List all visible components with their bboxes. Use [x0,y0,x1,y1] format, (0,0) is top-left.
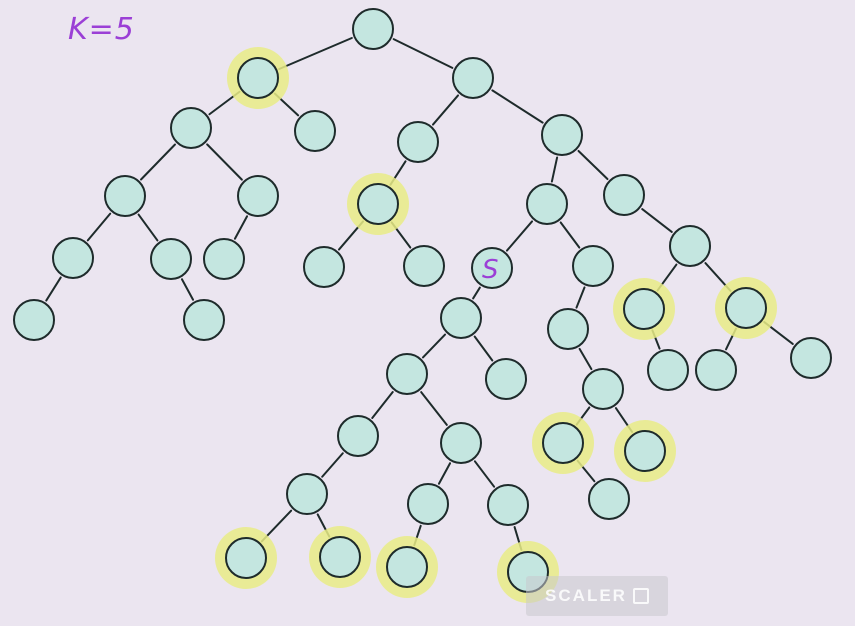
tree-nodes [13,8,832,593]
tree-node-highlighted [225,537,267,579]
tree-edge [392,38,454,69]
tree-edge [45,276,62,302]
tree-node-highlighted [237,57,279,99]
tree-node [588,478,630,520]
tree-edge [559,221,581,249]
tree-node [203,238,245,280]
tree-node [572,245,614,287]
tree-node [52,237,94,279]
tree-edge [473,335,494,362]
tree-node [452,57,494,99]
tree-node [286,473,328,515]
tree-edge [575,286,586,309]
tree-node [13,299,55,341]
scaler-watermark: SCALER [526,576,668,616]
tree-edge [578,347,593,371]
tree-node-highlighted [542,422,584,464]
tree-edge [140,143,176,181]
tree-node-highlighted [357,183,399,225]
tree-edge [180,278,195,301]
tree-node [541,114,583,156]
tree-node [485,358,527,400]
tree-edge [473,460,496,488]
tree-edge [472,286,481,300]
tree-node [582,368,624,410]
tree-edge [577,149,609,181]
tree-node [294,110,336,152]
tree-node [695,349,737,391]
tree-node [603,174,645,216]
tree-node-highlighted [386,546,428,588]
source-marker-label: S [482,255,499,285]
tree-node [237,175,279,217]
tree-edge [371,391,394,419]
tree-edge [321,452,344,478]
tree-edge [550,156,559,183]
tree-edge [437,462,452,485]
tree-edge [641,208,673,233]
tree-node [303,246,345,288]
tree-node [547,308,589,350]
tree-edges [45,37,794,551]
tree-node [440,422,482,464]
tree-node-highlighted [725,287,767,329]
tree-node [183,299,225,341]
watermark-text: SCALER [545,586,627,605]
tree-edge [86,212,112,242]
tree-edge [421,333,447,359]
tree-node [403,245,445,287]
tree-node [352,8,394,50]
tree-edge [431,94,460,126]
tree-edge [420,391,448,426]
tree-edge [137,213,159,242]
tree-node [526,183,568,225]
tree-edge [505,220,534,252]
tree-node [487,484,529,526]
tree-edge [278,37,353,70]
tree-node [407,483,449,525]
tree-node [647,349,689,391]
tree-node [150,238,192,280]
tree-node [790,337,832,379]
tree-edge [491,89,544,124]
tree-node [471,247,513,289]
tree-edge [206,143,243,181]
tree-node [397,121,439,163]
tree-node-highlighted [319,536,361,578]
k-value-label: K=5 [68,12,135,47]
tree-node-highlighted [624,430,666,472]
tree-node [386,353,428,395]
tree-edge [233,215,249,240]
tree-node [104,175,146,217]
tree-node [669,225,711,267]
watermark-logo-icon [632,588,649,604]
tree-node [440,297,482,339]
tree-node-highlighted [623,288,665,330]
tree-node [170,107,212,149]
tree-node [337,415,379,457]
